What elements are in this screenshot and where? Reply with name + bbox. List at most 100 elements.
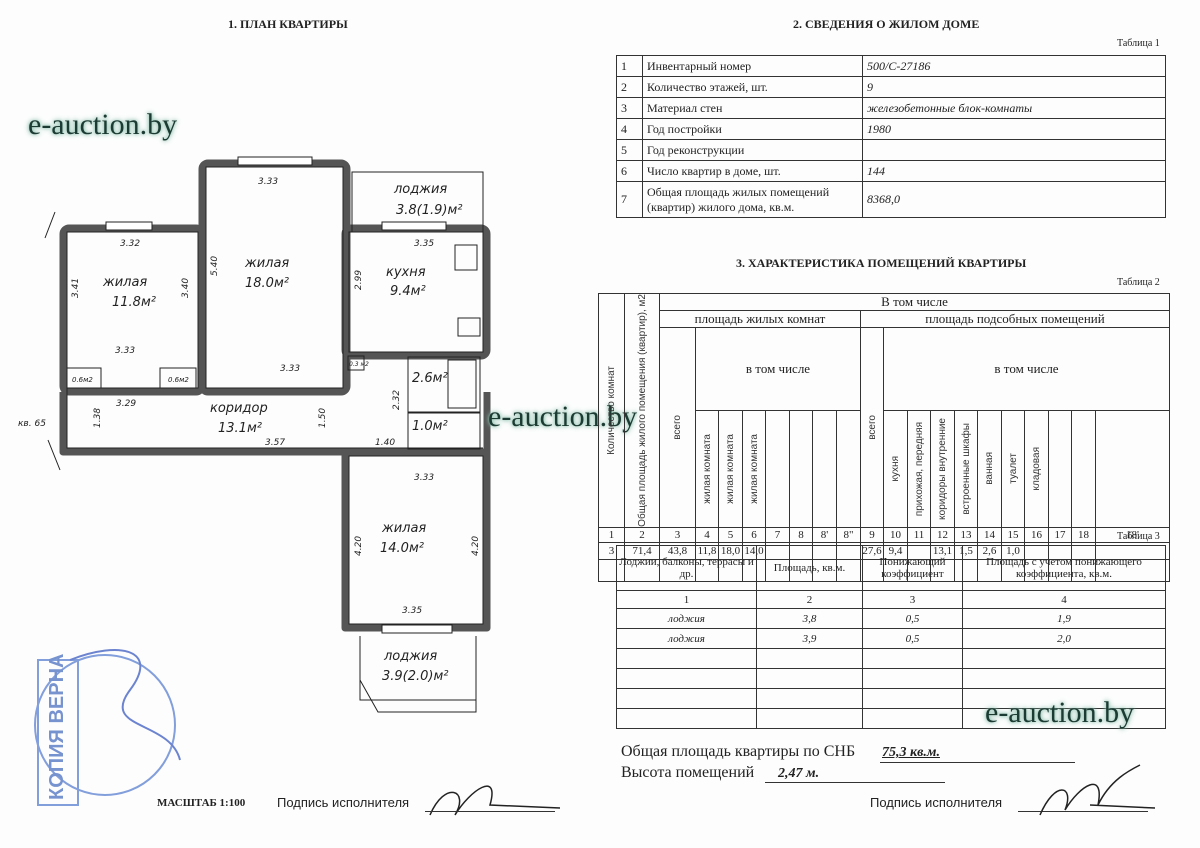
table-cell [962, 708, 1166, 729]
table-cell: площадь подсобных помещений [860, 310, 1170, 328]
table-cell [862, 139, 1166, 161]
table-cell [765, 409, 790, 528]
table-cell: кухня [883, 409, 908, 528]
table-cell [616, 668, 757, 689]
room-area: 14.0м² [380, 541, 424, 556]
table-cell [862, 648, 963, 669]
table-cell: 4 [962, 590, 1166, 609]
dimension: 1.38 [93, 408, 103, 428]
header-text: жилая комната [748, 433, 760, 504]
table-cell: всего [659, 327, 696, 528]
dimension: 1.40 [375, 438, 395, 448]
table-cell: 3 [659, 526, 696, 543]
table2-label: Таблица 2 [1117, 277, 1160, 288]
table-cell: 1,9 [962, 608, 1166, 629]
dimension: 2.32 [392, 390, 402, 410]
header-text: кухня [890, 456, 901, 482]
table-cell: 3 [616, 97, 643, 119]
header-text: ванная [984, 452, 995, 486]
table-cell [1071, 409, 1096, 528]
table-cell: 500/С-27186 [862, 55, 1166, 77]
height-line [765, 782, 945, 783]
table-cell: 3 [862, 590, 963, 609]
dimension: 3.33 [115, 346, 135, 356]
table-cell: встроенные шкафы [954, 409, 978, 528]
table-cell [962, 648, 1166, 669]
table-cell [616, 648, 757, 669]
dimension: 3.35 [414, 239, 434, 249]
total-area-label: Общая площадь квартиры по СНБ [621, 743, 856, 760]
room-label: кухня [386, 265, 426, 280]
header-text: встроенные шкафы [960, 423, 972, 515]
apartment-ref: кв. 65 [18, 419, 46, 429]
table-cell [756, 708, 863, 729]
table-cell: в том числе [695, 327, 861, 411]
room-area: 18.0м² [245, 276, 289, 291]
table-cell [616, 688, 757, 709]
table-cell: ванная [977, 409, 1002, 528]
header-text: жилая комната [701, 433, 713, 504]
dimension: 3.32 [120, 239, 140, 249]
dimension: 1.50 [318, 408, 328, 428]
signature-line [425, 811, 555, 812]
table-cell: Общая площадь жилого помещения (квартир)… [624, 293, 660, 528]
stamp-text: КОПИЯ ВЕРНА [46, 654, 68, 800]
floor-plan: жилая 11.8м² жилая 18.0м² кухня 9.4м² ло… [18, 156, 561, 816]
dimension: 3.41 [71, 278, 81, 298]
dimension: 4.20 [471, 536, 481, 556]
table-cell: железобетонные блок-комнаты [862, 97, 1166, 119]
table-cell: 18 [1071, 526, 1096, 543]
table-cell: всего [860, 327, 884, 528]
table-row [616, 668, 1166, 689]
room-label: жилая [381, 521, 426, 536]
room-label: жилая [102, 275, 147, 290]
room-label: коридор [210, 401, 268, 416]
table-cell: Инвентарный номер [642, 55, 863, 77]
room-area: 3.8(1.9)м² [396, 203, 463, 218]
table-cell: 11 [907, 526, 931, 543]
room-area: 13.1м² [218, 421, 262, 436]
dimension: 3.40 [181, 278, 191, 298]
table-cell: 0,5 [862, 628, 963, 649]
dimension: 3.29 [116, 399, 136, 409]
dimension: 3.33 [258, 177, 278, 187]
table-cell [812, 409, 837, 528]
table-cell: 4 [616, 118, 643, 140]
table-cell: 10 [883, 526, 908, 543]
table-cell [756, 688, 863, 709]
table-cell: Лоджии, балконы, террасы и др. [616, 545, 757, 591]
table-cell: Число квартир в доме, шт. [642, 160, 863, 182]
table-cell: 6 [742, 526, 766, 543]
dimension: 4.20 [354, 536, 364, 556]
table-cell: площадь жилых комнат [659, 310, 861, 328]
table-cell: 5 [718, 526, 743, 543]
room-label: лоджия [393, 182, 447, 197]
header-text: коридоры внутренние [937, 417, 948, 520]
rooms-table: Количество комнат Общая площадь жилого по… [598, 293, 1170, 582]
house-title: 2. СВЕДЕНИЯ О ЖИЛОМ ДОМЕ [793, 17, 980, 31]
room-area: 3.9(2.0)м² [382, 669, 449, 684]
table-cell [789, 409, 813, 528]
table-cell [836, 409, 861, 528]
table-cell: туалет [1001, 409, 1025, 528]
table-cell: 3,9 [756, 628, 863, 649]
header-text: Общая площадь жилого помещения (квартир)… [636, 294, 648, 527]
dimension: 5.40 [210, 256, 220, 276]
table-cell: 144 [862, 160, 1166, 182]
table-cell [862, 668, 963, 689]
room-area: 11.8м² [112, 295, 156, 310]
room-area: 1.0м² [412, 419, 448, 434]
table-cell: Площадь, кв.м. [756, 545, 863, 591]
table-cell: 1 [616, 590, 757, 609]
table-cell [862, 708, 963, 729]
total-area-value: 75,3 кв.м. [882, 745, 940, 760]
table1-label: Таблица 1 [1117, 38, 1160, 49]
table-cell: Количество комнат [598, 293, 625, 528]
table-cell: 2,0 [962, 628, 1166, 649]
signature-label: Подпись исполнителя [870, 795, 1003, 810]
